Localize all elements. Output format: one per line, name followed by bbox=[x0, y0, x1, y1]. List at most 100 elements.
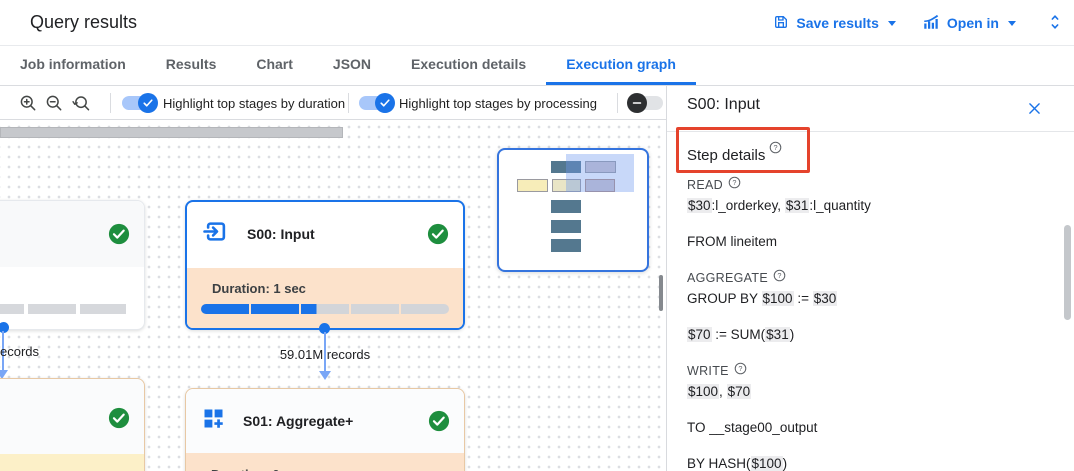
results-tab-bar: Job information Results Chart JSON Execution… bbox=[0, 46, 1074, 86]
panel-header-divider bbox=[667, 131, 1074, 132]
edge-line bbox=[324, 332, 326, 372]
minimap-stage-rect bbox=[585, 179, 615, 192]
toolbar-divider bbox=[348, 93, 349, 113]
code-text: :l_quantity bbox=[809, 198, 871, 213]
graph-vertical-scrollbar[interactable] bbox=[659, 275, 663, 311]
step-code-line: FROM lineitem bbox=[687, 233, 1037, 251]
open-in-label: Open in bbox=[946, 15, 999, 31]
panel-scrollbar[interactable] bbox=[1064, 225, 1071, 320]
graph-minimap[interactable] bbox=[497, 148, 649, 272]
variable-token: $100 bbox=[761, 291, 794, 306]
step-block: AGGREGATE? GROUP BY $100 := $30 bbox=[687, 269, 1037, 308]
duration-section: Duration: 0 sec bbox=[186, 453, 464, 471]
toggle-processing-label: Highlight top stages by processing bbox=[399, 96, 598, 111]
variable-token: $70 bbox=[726, 384, 752, 399]
duration-section: Duration: 1 sec bbox=[187, 268, 463, 328]
code-text: TO __stage00_output bbox=[687, 420, 818, 435]
step-code-line: $70 := SUM($31) bbox=[687, 326, 1037, 344]
svg-text:?: ? bbox=[732, 178, 736, 187]
execution-graph-canvas[interactable]: S00: Input Duration: 1 sec ecords 59.01M… bbox=[0, 120, 666, 471]
results-header: Query results Save results bbox=[0, 0, 1074, 46]
progress-segment bbox=[301, 304, 349, 314]
step-block: BY HASH($100) bbox=[687, 455, 1037, 471]
expand-collapse-results-button[interactable] bbox=[1046, 13, 1064, 34]
node-header: S00: Input bbox=[187, 202, 463, 266]
step-code-line: GROUP BY $100 := $30 bbox=[687, 290, 1037, 308]
zoom-out-button[interactable] bbox=[43, 93, 65, 115]
zoom-reset-button[interactable] bbox=[70, 93, 92, 115]
minimap-stage-rect bbox=[551, 161, 581, 173]
edge-connector-dot bbox=[319, 323, 330, 334]
progress-segment bbox=[201, 304, 249, 314]
completed-check-icon bbox=[108, 407, 130, 429]
tab-execution-details[interactable]: Execution details bbox=[411, 56, 527, 72]
minimap-stage-rect bbox=[585, 161, 616, 173]
edge-line bbox=[2, 331, 4, 371]
code-text: := SUM( bbox=[711, 327, 766, 342]
stage-node-left-bottom[interactable] bbox=[0, 378, 145, 471]
panel-title: S00: Input bbox=[687, 96, 760, 113]
minimap-viewport[interactable] bbox=[566, 154, 634, 192]
save-results-button[interactable]: Save results bbox=[773, 14, 896, 33]
toggle-third-off[interactable] bbox=[627, 93, 663, 113]
code-text: :l_orderkey, bbox=[711, 198, 785, 213]
edge-records-label-partial: ecords bbox=[0, 344, 40, 359]
tab-results[interactable]: Results bbox=[165, 56, 217, 72]
edge-arrowhead bbox=[0, 370, 8, 379]
processing-section bbox=[0, 454, 144, 471]
page-title: Query results bbox=[30, 12, 138, 32]
zoom-in-button[interactable] bbox=[17, 93, 39, 115]
dropdown-caret-icon bbox=[1008, 20, 1016, 26]
progress-segment bbox=[351, 304, 399, 314]
horizontal-scrollbar[interactable] bbox=[0, 127, 343, 138]
variable-token: $30 bbox=[812, 291, 838, 306]
toggle-highlight-duration[interactable] bbox=[122, 93, 158, 113]
aggregate-stage-icon bbox=[200, 405, 227, 437]
code-text: GROUP BY bbox=[687, 291, 762, 306]
svg-text:?: ? bbox=[774, 143, 778, 152]
help-icon[interactable]: ? bbox=[769, 141, 782, 158]
node-header bbox=[0, 379, 144, 454]
help-icon[interactable]: ? bbox=[734, 362, 747, 379]
stage-node-left-top[interactable] bbox=[0, 200, 145, 330]
step-block: READ? $30:l_orderkey, $31:l_quantity bbox=[687, 176, 1037, 215]
step-section-label: READ? bbox=[687, 176, 1037, 193]
toggle-check-icon bbox=[375, 93, 395, 113]
step-code-line: TO __stage00_output bbox=[687, 419, 1037, 437]
stage-node-s00[interactable]: S00: Input Duration: 1 sec bbox=[185, 200, 465, 330]
step-details-label: Step details bbox=[687, 147, 766, 164]
help-icon[interactable]: ? bbox=[773, 269, 786, 286]
step-block: WRITE?$100, $70 bbox=[687, 362, 1037, 401]
tab-job-information[interactable]: Job information bbox=[20, 56, 126, 72]
tab-json[interactable]: JSON bbox=[332, 56, 372, 72]
edge-arrowhead bbox=[319, 371, 331, 380]
toggle-highlight-processing[interactable] bbox=[359, 93, 395, 113]
step-code-line: $30:l_orderkey, $31:l_quantity bbox=[687, 197, 1037, 215]
progress-segment bbox=[251, 304, 299, 314]
close-panel-button[interactable] bbox=[1024, 100, 1044, 120]
completed-check-icon bbox=[427, 223, 449, 245]
save-results-label: Save results bbox=[796, 15, 879, 31]
node-title: S01: Aggregate+ bbox=[243, 413, 354, 429]
node-header: S01: Aggregate+ bbox=[186, 389, 464, 453]
svg-text:?: ? bbox=[777, 271, 781, 280]
completed-check-icon bbox=[108, 223, 130, 245]
toolbar-divider bbox=[110, 93, 111, 113]
open-in-button[interactable]: Open in bbox=[922, 13, 1016, 34]
help-icon[interactable]: ? bbox=[728, 176, 741, 193]
code-text: ) bbox=[789, 327, 795, 342]
edge-records-label: 59.01M records bbox=[279, 347, 371, 362]
tab-execution-graph[interactable]: Execution graph bbox=[546, 46, 696, 85]
duration-label: Duration: 1 sec bbox=[212, 281, 306, 296]
step-section-label: AGGREGATE? bbox=[687, 269, 1037, 286]
node-header bbox=[0, 201, 144, 267]
code-text: FROM lineitem bbox=[687, 234, 778, 249]
close-icon bbox=[1026, 103, 1043, 120]
variable-token: $31 bbox=[784, 198, 810, 213]
node-title: S00: Input bbox=[247, 226, 315, 242]
stage-node-s01[interactable]: S01: Aggregate+ Duration: 0 sec bbox=[185, 388, 465, 471]
tab-chart[interactable]: Chart bbox=[256, 56, 293, 72]
svg-text:?: ? bbox=[738, 364, 742, 373]
